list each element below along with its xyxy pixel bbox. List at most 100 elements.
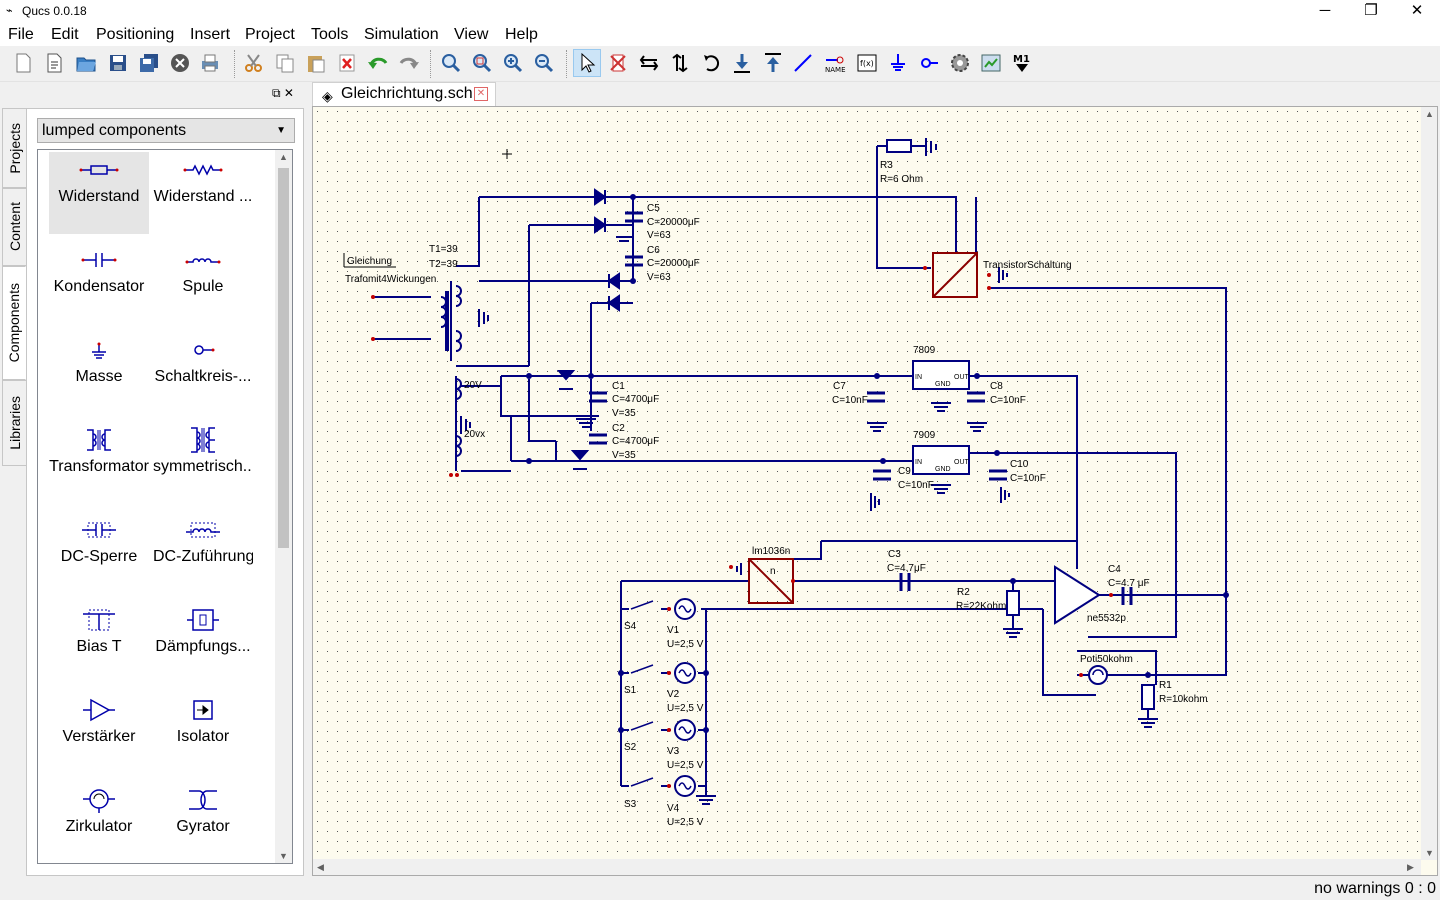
new-text-icon[interactable]	[40, 49, 68, 77]
delete-icon[interactable]	[333, 49, 361, 77]
scroll-thumb[interactable]	[278, 168, 289, 548]
port-icon[interactable]	[915, 49, 943, 77]
dock-float-icon[interactable]: ⧉	[272, 86, 281, 100]
component-gyrator[interactable]: Gyrator	[153, 782, 253, 863]
save-all-icon[interactable]	[135, 49, 163, 77]
canvas-vertical-scrollbar[interactable]: ▲ ▼	[1421, 107, 1437, 860]
label-c9-value: C=10nF	[898, 480, 934, 491]
menu-tools[interactable]: Tools	[311, 26, 349, 43]
label-c8-value: C=10nF	[990, 395, 1026, 406]
category-select[interactable]: lumped components ▼	[37, 118, 295, 143]
scroll-up-icon[interactable]: ▲	[1425, 109, 1434, 119]
component-transformator[interactable]: Transformator	[49, 422, 149, 504]
marker-icon[interactable]: M1	[1008, 49, 1036, 77]
schematic-canvas[interactable]: R3 R=6 Ohm C5 C=20000μF V=63 C6 C=20000μ…	[312, 106, 1438, 876]
menu-bar: File Edit Positioning Insert Project Too…	[0, 24, 1440, 46]
menu-edit[interactable]: Edit	[51, 26, 79, 43]
close-window-button[interactable]: ✕	[1410, 2, 1424, 19]
select-pointer-icon[interactable]	[573, 49, 601, 77]
new-file-icon[interactable]	[9, 49, 37, 77]
undo-icon[interactable]	[364, 49, 392, 77]
label-c3-value: C=4.7μF	[887, 563, 926, 574]
show-data-icon[interactable]	[977, 49, 1005, 77]
name-label: NAME	[825, 66, 846, 74]
label-20vx: 20vx	[464, 429, 485, 440]
label-c4-value: C=4.7 μF	[1108, 578, 1150, 589]
tab-libraries[interactable]: Libraries	[2, 380, 26, 466]
component-isolator[interactable]: Isolator	[153, 692, 253, 774]
label-c6: C6	[647, 245, 660, 256]
menu-simulation[interactable]: Simulation	[364, 26, 439, 43]
label-r1: R1	[1159, 680, 1172, 691]
leave-subcircuit-icon[interactable]	[759, 49, 787, 77]
menu-help[interactable]: Help	[505, 26, 538, 43]
label-c8: C8	[990, 381, 1003, 392]
maximize-button[interactable]: ❐	[1364, 2, 1378, 19]
component-list-scrollbar[interactable]: ▲ ▼	[275, 150, 292, 863]
scroll-left-icon[interactable]: ◀	[317, 862, 324, 872]
toolbar-separator	[566, 50, 568, 78]
menu-project[interactable]: Project	[245, 26, 295, 43]
wire-icon[interactable]	[789, 49, 817, 77]
label-c5-value: C=20000μF	[647, 217, 700, 228]
canvas-horizontal-scrollbar[interactable]: ◀ ▶	[313, 859, 1421, 875]
component-dc-sperre[interactable]: DC-Sperre	[49, 512, 149, 594]
component-widerstand[interactable]: Widerstand	[49, 152, 149, 234]
component-zirkulator[interactable]: Zirkulator	[49, 782, 149, 863]
zoom-selection-icon[interactable]	[468, 49, 496, 77]
menu-positioning[interactable]: Positioning	[96, 26, 175, 43]
close-file-icon[interactable]	[166, 49, 194, 77]
scroll-down-icon[interactable]: ▼	[279, 851, 288, 861]
component-verstaerker[interactable]: Verstärker	[49, 692, 149, 774]
rotate-icon[interactable]	[698, 49, 726, 77]
component-dc-zufuehrung[interactable]: DC-Zuführung	[153, 512, 253, 594]
menu-file[interactable]: File	[8, 26, 34, 43]
save-icon[interactable]	[104, 49, 132, 77]
component-schaltkreis[interactable]: Schaltkreis-...	[153, 332, 253, 414]
equation-icon[interactable]: f(x)	[853, 49, 881, 77]
component-bias-t[interactable]: Bias T	[49, 602, 149, 684]
cut-icon[interactable]	[240, 49, 268, 77]
component-kondensator[interactable]: Kondensator	[49, 242, 149, 324]
component-masse[interactable]: Masse	[49, 332, 149, 414]
menu-insert[interactable]: Insert	[190, 26, 231, 43]
redo-icon[interactable]	[395, 49, 423, 77]
zoom-fit-icon[interactable]	[437, 49, 465, 77]
copy-icon[interactable]	[271, 49, 299, 77]
status-text: no warnings 0 : 0	[1314, 880, 1436, 897]
menu-view[interactable]: View	[454, 26, 489, 43]
component-symmetrisch[interactable]: symmetrisch...	[153, 422, 253, 504]
bias-tee-icon	[49, 602, 149, 638]
mirror-y-icon[interactable]	[666, 49, 694, 77]
tab-content[interactable]: Content	[2, 188, 26, 266]
zoom-out-icon[interactable]	[530, 49, 558, 77]
label-transistor: TransistorSchaltung	[983, 260, 1072, 271]
ground-icon[interactable]	[884, 49, 912, 77]
scroll-up-icon[interactable]: ▲	[279, 152, 288, 162]
close-tab-icon[interactable]: ✕	[474, 87, 488, 101]
wire-label-icon[interactable]: NAME	[821, 49, 849, 77]
scroll-down-icon[interactable]: ▼	[1425, 848, 1434, 858]
minimize-button[interactable]: ─	[1319, 2, 1331, 19]
schematic-drawing: R3 R=6 Ohm C5 C=20000μF V=63 C6 C=20000μ…	[313, 107, 1421, 860]
toolbar: NAME f(x) M1	[0, 46, 1440, 82]
component-daempfung[interactable]: Dämpfungs...	[153, 602, 253, 684]
scroll-right-icon[interactable]: ▶	[1407, 862, 1414, 872]
zoom-in-icon[interactable]	[499, 49, 527, 77]
tab-gleichrichtung[interactable]: ◈ Gleichrichtung.sch ✕	[312, 82, 496, 106]
component-widerstand-us[interactable]: Widerstand ...	[153, 152, 253, 234]
tab-components[interactable]: Components	[2, 266, 26, 380]
simulate-gear-icon[interactable]	[946, 49, 974, 77]
mirror-x-icon[interactable]	[635, 49, 663, 77]
dock-close-icon[interactable]: ✕	[283, 86, 294, 100]
paste-icon[interactable]	[302, 49, 330, 77]
print-icon[interactable]	[196, 49, 224, 77]
label-gnd-1: GND	[935, 381, 951, 388]
component-spule[interactable]: Spule	[153, 242, 253, 324]
tab-projects[interactable]: Projects	[2, 108, 26, 188]
open-folder-icon[interactable]	[72, 49, 100, 77]
label-v2-value: U=2,5 V	[667, 703, 704, 714]
circulator-icon	[49, 782, 149, 818]
deactivate-icon[interactable]	[604, 49, 632, 77]
enter-subcircuit-icon[interactable]	[728, 49, 756, 77]
